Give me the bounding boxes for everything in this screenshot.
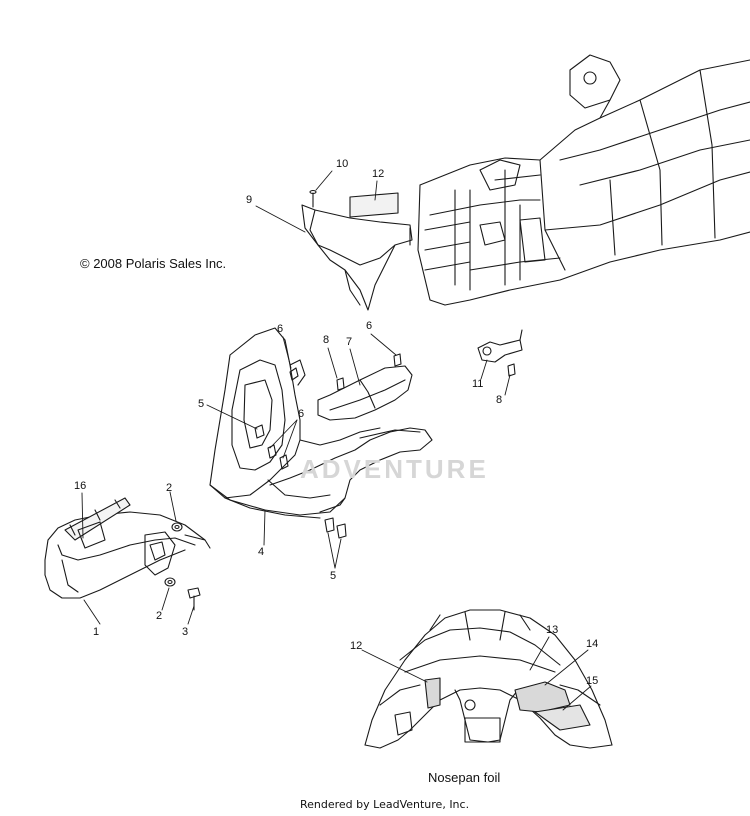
watermark: ADVENTURE — [300, 454, 489, 484]
panel-9 — [302, 205, 412, 310]
callout-6-a: 6 — [277, 323, 284, 335]
chassis-frame — [418, 55, 750, 305]
callout-1: 1 — [93, 626, 100, 638]
bolt-3 — [188, 588, 200, 610]
callout-11: 11 — [472, 378, 484, 390]
copyright-text: © 2008 Polaris Sales Inc. — [80, 256, 227, 271]
inset-caption: Nosepan foil — [428, 770, 501, 785]
callout-6-b: 6 — [366, 320, 373, 332]
callout-13: 13 — [546, 624, 559, 636]
footer-text: Rendered by LeadVenture, Inc. — [300, 798, 470, 811]
foil-label-12 — [350, 193, 398, 217]
callout-2-a: 2 — [166, 482, 173, 494]
callout-12-top: 12 — [372, 168, 385, 180]
callout-10: 10 — [336, 158, 349, 170]
bracket-11 — [478, 330, 522, 362]
callout-8-b: 8 — [496, 394, 503, 406]
callout-3: 3 — [182, 626, 189, 638]
callout-14: 14 — [586, 638, 599, 650]
callout-6-c: 6 — [298, 408, 305, 420]
nosepan-foil-inset — [365, 610, 612, 748]
callout-15: 15 — [586, 675, 599, 687]
deflector-7 — [318, 366, 412, 420]
screw-10 — [310, 191, 410, 246]
callout-16: 16 — [74, 480, 87, 492]
callout-9: 9 — [246, 194, 253, 206]
callout-2-b: 2 — [156, 610, 163, 622]
callout-7: 7 — [346, 336, 353, 348]
callout-8-a: 8 — [323, 334, 330, 346]
nuts-2 — [165, 523, 182, 586]
leader-lines — [82, 171, 591, 710]
bumper-1 — [45, 498, 210, 598]
callout-5-a: 5 — [198, 398, 205, 410]
callout-4: 4 — [258, 546, 265, 558]
callout-12-inset: 12 — [350, 640, 363, 652]
callout-5-b: 5 — [330, 570, 337, 582]
nose-pan-4 — [210, 328, 432, 518]
